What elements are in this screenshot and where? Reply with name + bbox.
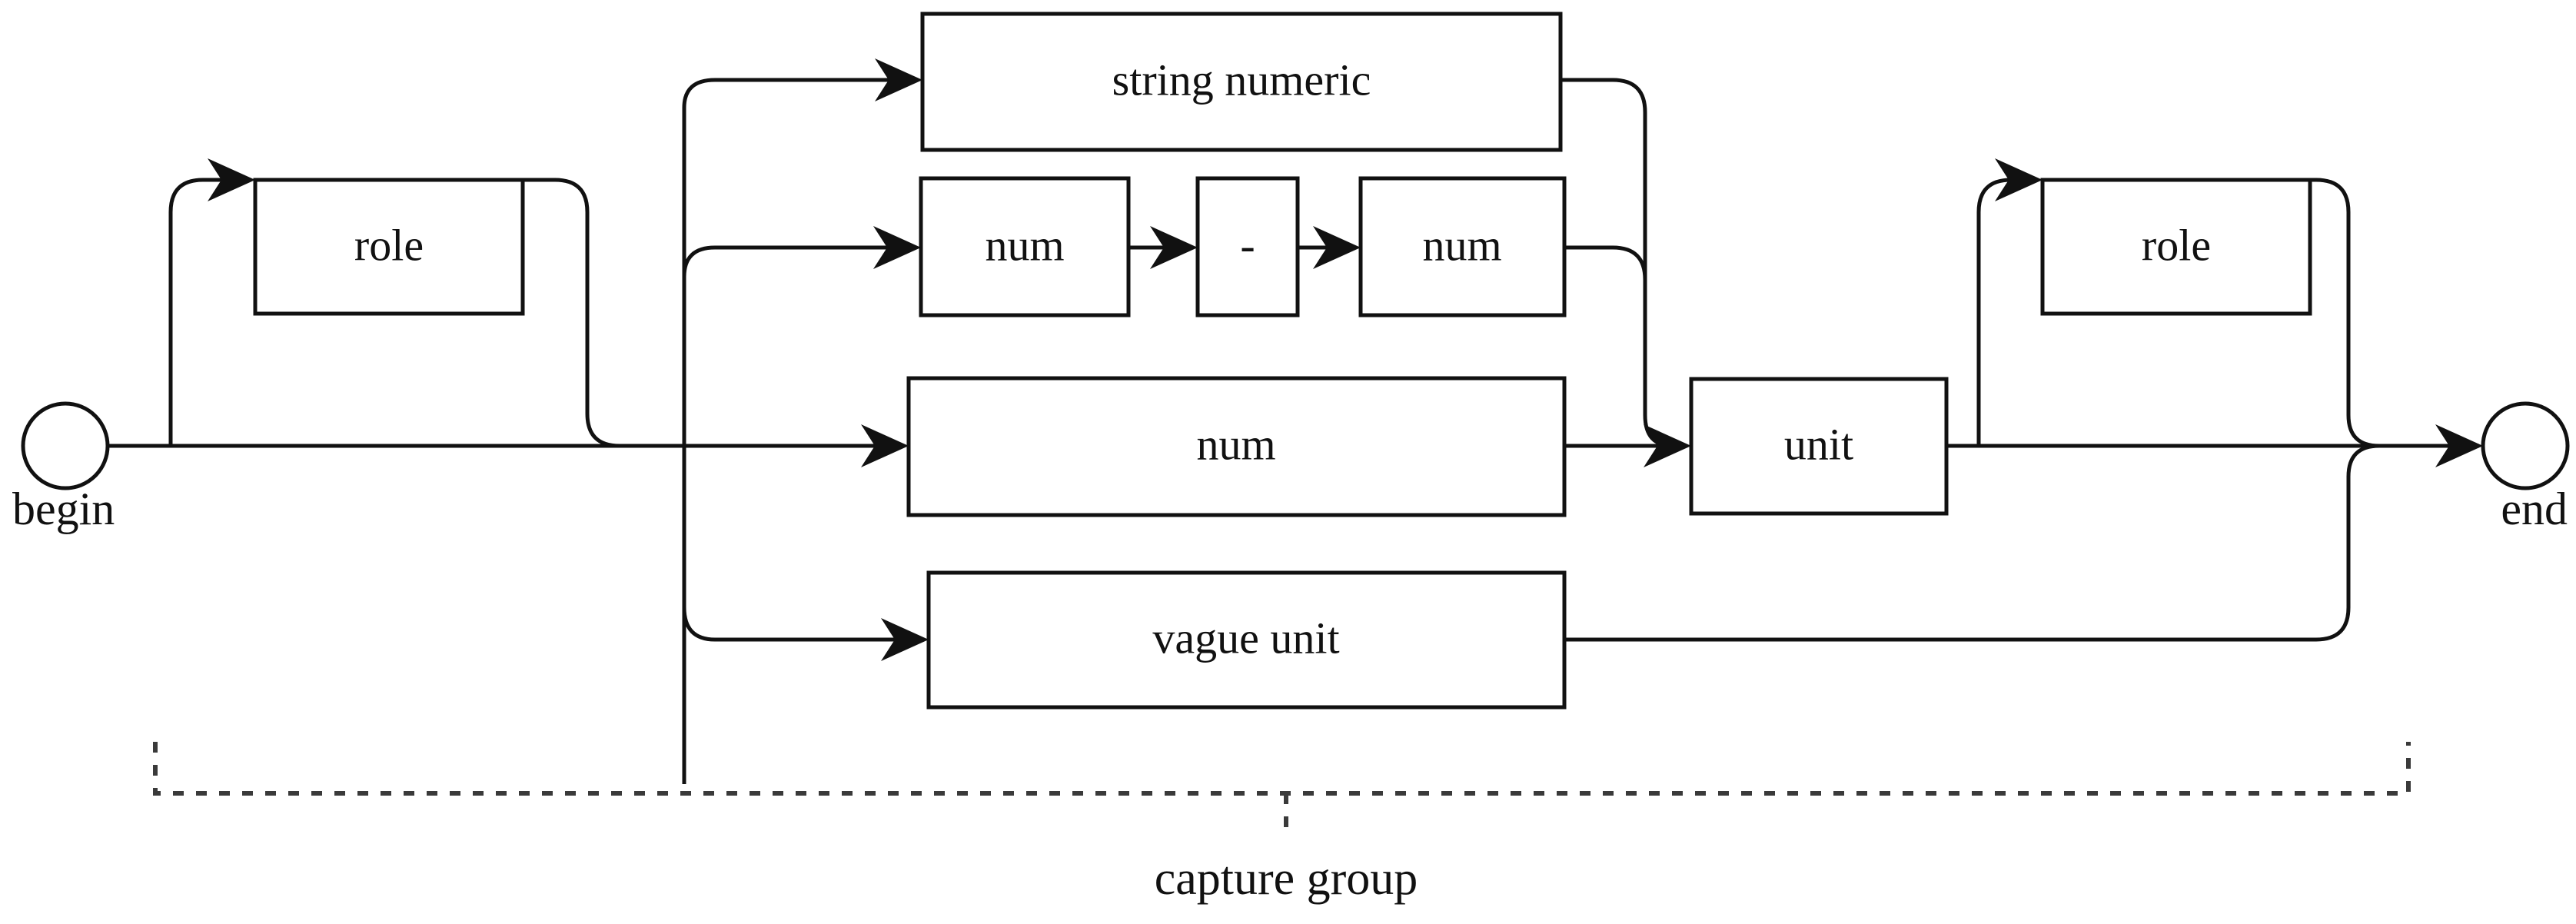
vague-unit-box[interactable]	[926, 570, 1567, 710]
track-branch1-in	[682, 78, 898, 108]
arrow-into-num-lower-icon	[873, 226, 921, 269]
arrow-into-vague-unit-icon	[881, 618, 929, 661]
capture-group-annotation: capture group	[153, 742, 2411, 905]
node-range-dash[interactable]: -	[1195, 176, 1300, 317]
node-unit[interactable]: unit	[1689, 377, 1949, 516]
num-single-label: num	[1196, 419, 1275, 469]
arrow-into-role-leading-icon	[208, 158, 255, 201]
num-lower-box[interactable]	[919, 176, 1131, 317]
track-lines	[108, 78, 2479, 784]
track-role-leading-exit	[523, 178, 638, 448]
num-single-box[interactable]	[906, 376, 1567, 517]
num-upper-label: num	[1422, 220, 1501, 270]
vague-unit-label: vague unit	[1152, 613, 1339, 663]
role-trailing-label: role	[2142, 220, 2211, 270]
role-leading-box[interactable]	[253, 178, 525, 316]
track-branch1-out	[1561, 78, 1674, 448]
track-role-leading-entry	[168, 178, 231, 446]
unit-box[interactable]	[1689, 377, 1949, 516]
arrow-into-num-upper-icon	[1313, 226, 1361, 269]
num-upper-box[interactable]	[1358, 176, 1567, 317]
track-branch4-in	[682, 607, 904, 642]
node-num-lower[interactable]: num	[919, 176, 1131, 317]
track-branch4-out	[1564, 444, 2380, 642]
track-role-trailing-entry	[1976, 178, 2019, 446]
begin-node-circle	[21, 401, 110, 490]
endpoint-begin: begin	[12, 401, 115, 534]
arrow-into-num-single-icon	[861, 424, 909, 467]
node-string-numeric[interactable]: string numeric	[920, 12, 1563, 152]
track-branch2-out	[1564, 245, 1647, 415]
track-branch2-in	[682, 245, 896, 278]
endpoint-end: end	[2481, 401, 2570, 534]
node-role-leading[interactable]: role	[253, 178, 525, 316]
arrow-into-range-dash-icon	[1150, 226, 1198, 269]
range-dash-label: -	[1240, 220, 1255, 270]
end-node-circle	[2481, 401, 2570, 490]
range-dash-box[interactable]	[1195, 176, 1300, 317]
capture-group-label: capture group	[1155, 853, 1418, 905]
node-vague-unit[interactable]: vague unit	[926, 570, 1567, 710]
end-node-label: end	[2501, 484, 2568, 534]
role-leading-label: role	[354, 220, 424, 270]
arrow-into-unit-icon	[1644, 424, 1691, 467]
role-trailing-box[interactable]	[2040, 178, 2312, 316]
node-num-upper[interactable]: num	[1358, 176, 1567, 317]
node-role-trailing[interactable]: role	[2040, 178, 2312, 316]
arrow-into-end-icon	[2435, 424, 2483, 467]
begin-node-label: begin	[12, 484, 115, 534]
node-num-single[interactable]: num	[906, 376, 1567, 517]
string-numeric-box[interactable]	[920, 12, 1563, 152]
unit-label: unit	[1784, 419, 1853, 469]
track-role-trailing-exit	[2310, 178, 2380, 448]
arrowheads	[208, 58, 2483, 661]
capture-group-bracket	[153, 742, 2411, 796]
arrow-into-role-trailing-icon	[1995, 158, 2043, 201]
num-lower-label: num	[985, 220, 1064, 270]
string-numeric-label: string numeric	[1112, 55, 1371, 105]
arrow-into-string-numeric-icon	[875, 58, 922, 101]
